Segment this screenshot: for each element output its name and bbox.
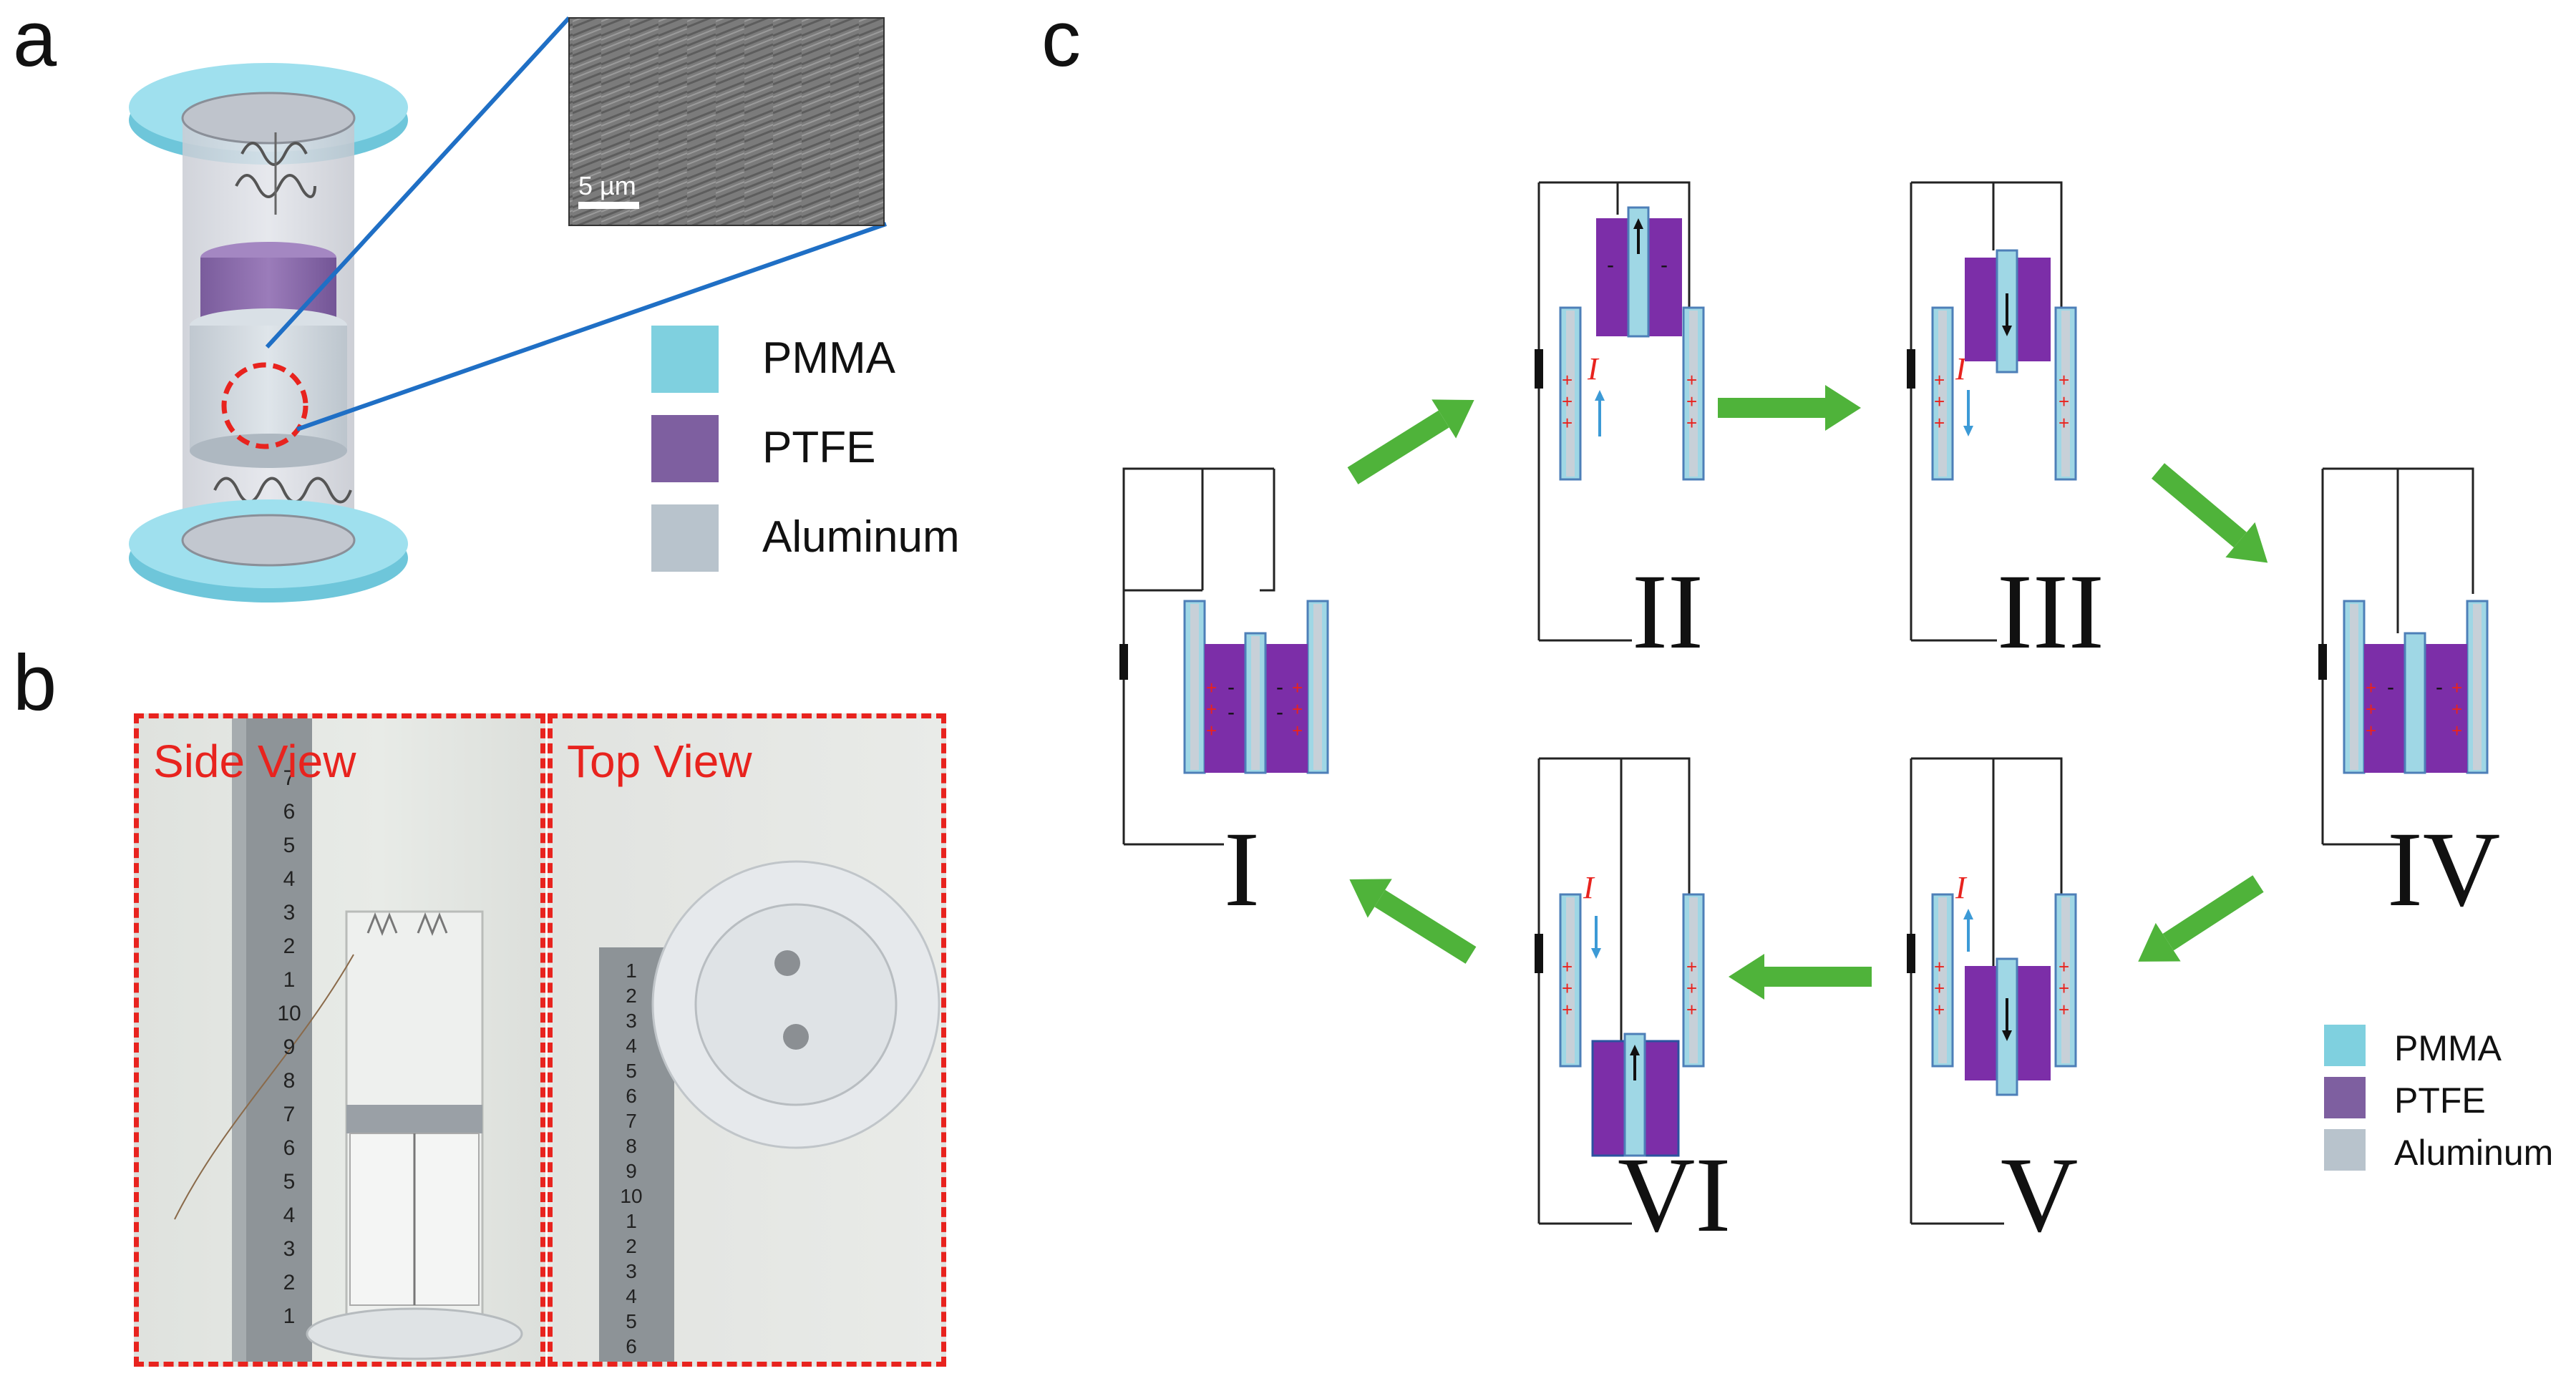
legend-c-swatch-aluminum [2324, 1129, 2366, 1171]
svg-text:+: + [1206, 720, 1217, 741]
stage-III-label: III [1997, 552, 2104, 671]
svg-text:+: + [1562, 369, 1573, 391]
ruler-side-marks: 7 6 5 4 3 2 1 10 9 8 7 6 5 4 3 2 1 [277, 766, 301, 1328]
legend-label-aluminum: Aluminum [762, 512, 960, 562]
legend-c-swatch-ptfe [2324, 1077, 2366, 1118]
stage-IV: +++ +++ -- [2318, 467, 2489, 846]
svg-text:-: - [2436, 675, 2443, 699]
svg-text:+: + [2059, 999, 2069, 1020]
svg-text:+: + [2366, 720, 2376, 741]
side-view-label: Side View [153, 736, 356, 787]
stage-I-label: I [1224, 810, 1260, 929]
mechanism-diagram: +++ +++ -- -- I I +++ +++ -- II [1119, 181, 2500, 1245]
svg-text:+: + [1206, 677, 1217, 698]
svg-text:+: + [1934, 999, 1945, 1020]
svg-text:+: + [1934, 956, 1945, 977]
sem-scale-label: 5 µm [578, 171, 636, 200]
panel-a-letter: a [13, 0, 57, 83]
svg-text:+: + [1562, 999, 1573, 1020]
svg-text:+: + [1686, 977, 1697, 999]
svg-text:+: + [2451, 720, 2462, 741]
side-view-photo: 7 6 5 4 3 2 1 10 9 8 7 6 5 4 3 2 1 Side … [134, 713, 545, 1367]
svg-text:-: - [1276, 675, 1283, 699]
legend-c-label-aluminum: Aluminum [2394, 1133, 2554, 1173]
stage-I: +++ +++ -- -- [1119, 467, 1329, 846]
legend-c-label-pmma: PMMA [2394, 1028, 2502, 1068]
svg-text:+: + [2366, 698, 2376, 720]
legend-c-label-ptfe: PTFE [2394, 1080, 2486, 1121]
sem-image [568, 17, 885, 226]
svg-text:+: + [2451, 677, 2462, 698]
stage-III: I +++ +++ [1907, 181, 2077, 642]
current-symbol-V: I [1955, 870, 1968, 905]
zoom-line-top [265, 16, 571, 349]
svg-text:-: - [1228, 701, 1235, 724]
legend-c-swatch-pmma [2324, 1025, 2366, 1066]
svg-text:+: + [1934, 369, 1945, 391]
stage-V-label: V [2001, 1136, 2078, 1245]
legend-swatch-ptfe [651, 415, 719, 482]
top-view-label: Top View [567, 736, 752, 787]
legend-label-pmma: PMMA [762, 333, 895, 383]
panel-c-letter: c [1041, 0, 1081, 83]
legend-label-ptfe: PTFE [762, 423, 876, 472]
svg-text:+: + [1934, 977, 1945, 999]
legend-swatch-aluminum [651, 504, 719, 572]
arrow-VI-to-I [1349, 879, 1477, 964]
stage-V: I +++ +++ [1907, 757, 2077, 1225]
svg-text:+: + [1562, 977, 1573, 999]
svg-text:+: + [1934, 391, 1945, 412]
current-symbol-III: I [1955, 351, 1968, 386]
zoom-line-bottom [296, 222, 887, 431]
arrow-I-to-II [1347, 399, 1474, 484]
svg-text:+: + [2366, 677, 2376, 698]
svg-text:+: + [1686, 391, 1697, 412]
svg-text:+: + [2059, 369, 2069, 391]
svg-text:+: + [1686, 999, 1697, 1020]
top-view-photo: 1 2 3 4 5 6 7 8 9 10 1 2 3 4 5 6 Top Vie… [548, 713, 946, 1367]
arrow-II-to-III [1718, 385, 1861, 431]
stage-IV-label: IV [2387, 810, 2500, 929]
svg-text:+: + [1292, 677, 1303, 698]
svg-text:+: + [1686, 412, 1697, 434]
svg-text:-: - [1228, 675, 1235, 699]
cycle-arrows [1347, 385, 2268, 1000]
svg-text:-: - [2387, 675, 2394, 699]
svg-text:+: + [1292, 698, 1303, 720]
svg-text:+: + [1562, 412, 1573, 434]
svg-text:-: - [1607, 253, 1614, 277]
arrow-III-to-IV [2152, 463, 2268, 563]
arrow-IV-to-V [2138, 875, 2264, 962]
svg-text:+: + [2059, 391, 2069, 412]
svg-text:+: + [2059, 977, 2069, 999]
svg-text:+: + [1562, 391, 1573, 412]
svg-text:+: + [1206, 698, 1217, 720]
current-symbol-VI: I [1583, 870, 1595, 905]
svg-text:+: + [1292, 720, 1303, 741]
panel-b-letter: b [13, 639, 57, 727]
svg-text:+: + [1934, 412, 1945, 434]
stage-II-label: II [1632, 552, 1703, 671]
svg-text:+: + [2059, 412, 2069, 434]
current-symbol-II: I [1587, 351, 1600, 386]
svg-text:+: + [2451, 698, 2462, 720]
svg-text:-: - [1661, 253, 1668, 277]
svg-text:+: + [1562, 956, 1573, 977]
legend-swatch-pmma [651, 326, 719, 393]
top-spring [235, 142, 316, 198]
stage-II: I +++ +++ -- [1535, 181, 1705, 642]
bottom-spring [213, 477, 352, 504]
device-illustration: 5 µm [129, 16, 887, 602]
side-view-scene [174, 718, 523, 1362]
ruler-top-marks: 1 2 3 4 5 6 7 8 9 10 1 2 3 4 5 6 [620, 960, 643, 1357]
zoom-region-circle [221, 362, 308, 449]
svg-text:+: + [1686, 956, 1697, 977]
svg-text:+: + [2059, 956, 2069, 977]
svg-text:-: - [1276, 701, 1283, 724]
arrow-V-to-VI [1729, 954, 1872, 1000]
svg-text:+: + [1686, 369, 1697, 391]
top-view-scene [599, 860, 941, 1362]
stage-VI: I +++ +++ [1535, 757, 1705, 1225]
stage-VI-label: VI [1618, 1136, 1731, 1245]
